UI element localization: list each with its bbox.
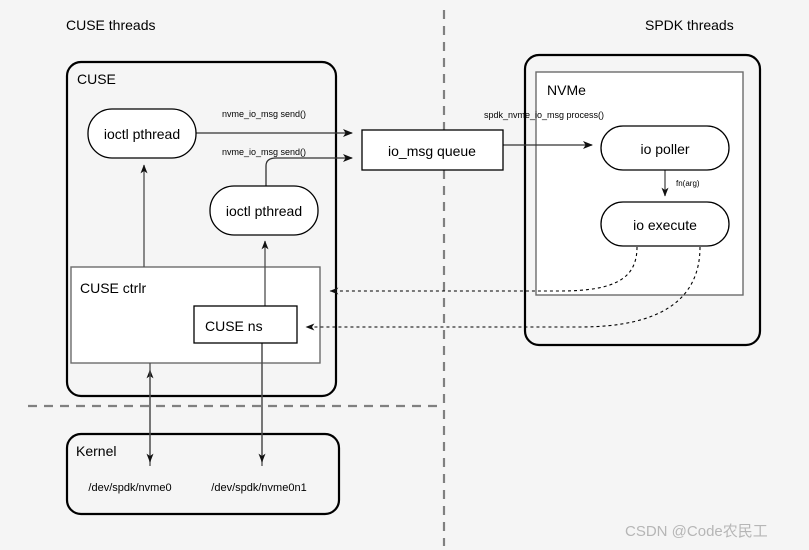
node-ioctl-pthread-2[interactable] <box>209 185 319 236</box>
node-io-execute[interactable] <box>600 201 730 247</box>
edge-label-fn-arg: fn(arg) <box>676 179 700 188</box>
node-ioctl-pthread-2-label: ioctl pthread <box>226 203 302 219</box>
edge-label-send-bottom: nvme_io_msg send() <box>222 147 306 157</box>
node-io-msg-queue[interactable] <box>361 129 504 171</box>
edge-label-process: spdk_nvme_io_msg process() <box>484 110 604 120</box>
edge-execute-to-cuse-ctrlr <box>329 246 638 295</box>
kernel-container <box>65 432 341 516</box>
cuse-container-title: CUSE <box>77 71 116 87</box>
device-label-nvme0n1: /dev/spdk/nvme0n1 <box>211 482 306 494</box>
node-io-poller[interactable] <box>600 125 730 171</box>
watermark: CSDN @Code农民工 <box>625 523 768 540</box>
edge-send-bottom <box>265 154 353 186</box>
header-spdk-threads: SPDK threads <box>645 17 734 33</box>
edge-execute-to-cuse-ns <box>305 246 701 331</box>
kernel-container-title: Kernel <box>76 443 116 459</box>
edge-label-send-top: nvme_io_msg send() <box>222 109 306 119</box>
node-cuse-ns[interactable] <box>193 305 298 344</box>
nvme-container-title: NVMe <box>547 82 586 98</box>
node-ioctl-pthread-1[interactable] <box>87 108 197 159</box>
node-io-execute-label: io execute <box>633 217 697 233</box>
nvme-container <box>535 71 744 296</box>
device-label-nvme0: /dev/spdk/nvme0 <box>88 482 171 494</box>
node-cuse-ns-label: CUSE ns <box>205 318 263 334</box>
cuse-ctrlr-title: CUSE ctrlr <box>80 280 146 296</box>
node-io-msg-queue-label: io_msg queue <box>388 143 476 159</box>
node-ioctl-pthread-1-label: ioctl pthread <box>104 126 180 142</box>
header-cuse-threads: CUSE threads <box>66 17 155 33</box>
node-io-poller-label: io poller <box>640 141 689 157</box>
